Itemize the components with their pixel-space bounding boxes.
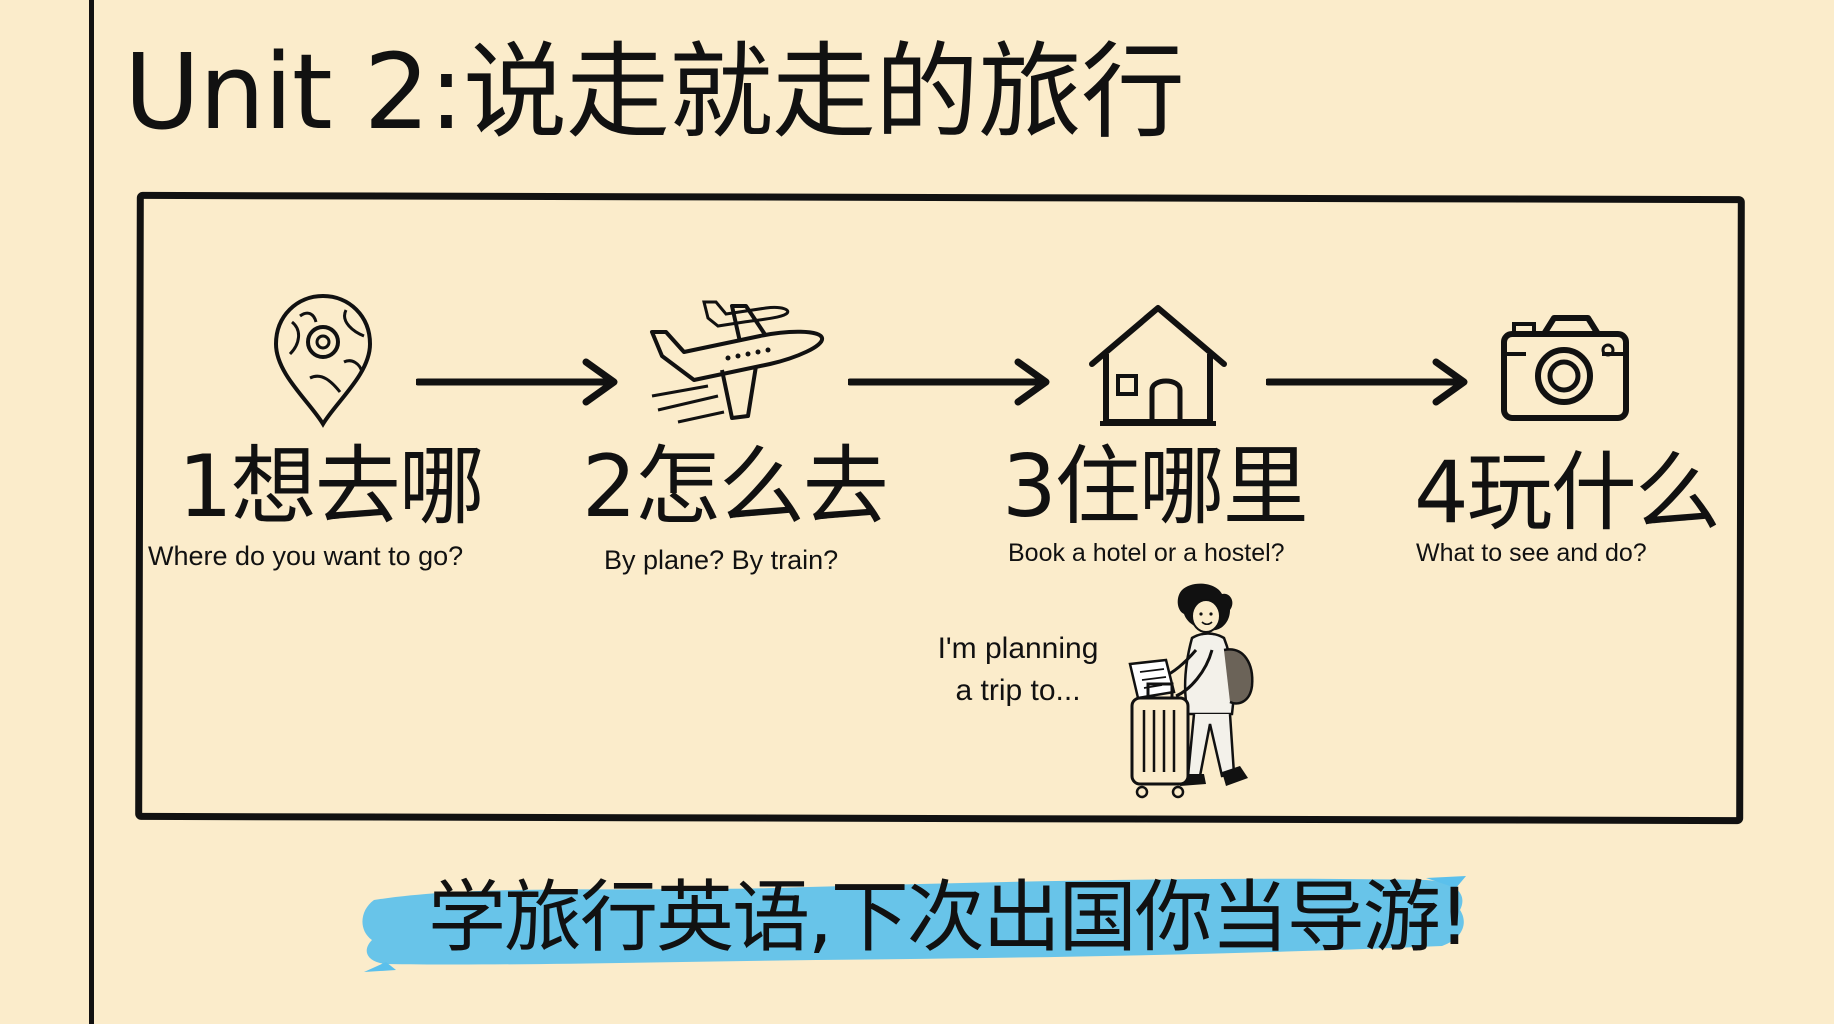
speech-line-1: I'm planning: [937, 632, 1099, 665]
arrow-right-icon: [416, 358, 618, 406]
step-1-title: 1想去哪: [178, 437, 485, 537]
map-pin-icon: [273, 293, 373, 428]
step-2-title: 2怎么去: [582, 437, 889, 537]
left-margin-rule: [89, 0, 94, 1024]
step-4-title: 4玩什么: [1414, 443, 1721, 543]
traveler-illustration: [1128, 583, 1254, 799]
step-4-subtitle: What to see and do?: [1416, 539, 1647, 567]
highlight-brush: [362, 876, 1466, 972]
page-title: Unit 2:说走就走的旅行: [124, 31, 1185, 153]
arrow-right-icon: [848, 358, 1050, 406]
step-3-subtitle: Book a hotel or a hostel?: [1008, 539, 1285, 567]
speech-line-2: a trip to...: [955, 674, 1081, 707]
camera-icon: [1501, 315, 1629, 421]
speech-text: I'm planning a trip to...: [928, 628, 1108, 712]
arrow-right-icon: [1266, 358, 1468, 406]
step-2-subtitle: By plane? By train?: [604, 545, 839, 575]
step-3-title: 3住哪里: [1002, 437, 1309, 537]
tagline: 学旅行英语,下次出国你当导游!: [428, 873, 1470, 963]
airplane-icon: [650, 300, 824, 424]
step-1-subtitle: Where do you want to go?: [148, 541, 464, 571]
house-icon: [1089, 305, 1227, 426]
